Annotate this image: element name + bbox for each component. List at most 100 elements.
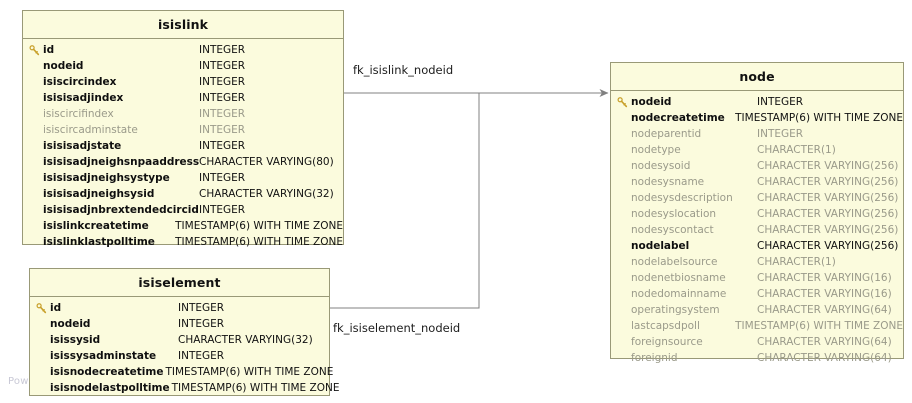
attribute-row[interactable]: isisisadjneighsysid CHARACTER VARYING(32): [23, 186, 343, 202]
entity-title-isiselement: isiselement: [30, 269, 329, 297]
attribute-name: isislinklastpolltime: [43, 236, 155, 248]
attribute-row[interactable]: nodedomainname CHARACTER VARYING(16): [611, 286, 903, 302]
attribute-name: nodeparentid: [631, 128, 702, 140]
attribute-type: INTEGER: [199, 92, 246, 104]
attribute-type: INTEGER: [178, 302, 225, 314]
attribute-name: nodesyslocation: [631, 208, 717, 220]
attribute-name: nodesysdescription: [631, 192, 733, 204]
attribute-name: foreignsource: [631, 336, 703, 348]
attribute-name: operatingsystem: [631, 304, 720, 316]
attribute-name: foreignid: [631, 352, 678, 364]
attribute-type: INTEGER: [757, 96, 804, 108]
attribute-name: lastcapsdpoll: [631, 320, 700, 332]
attribute-type: INTEGER: [199, 124, 246, 136]
attribute-name: nodesysoid: [631, 160, 691, 172]
attribute-row[interactable]: nodesysoid CHARACTER VARYING(256): [611, 158, 903, 174]
attribute-name: id: [43, 44, 55, 56]
attribute-row[interactable]: isisisadjindex INTEGER: [23, 90, 343, 106]
attribute-name: nodetype: [631, 144, 681, 156]
attribute-row[interactable]: foreignid CHARACTER VARYING(64): [611, 350, 903, 366]
attribute-type: INTEGER: [178, 350, 225, 362]
attribute-row[interactable]: nodeid INTEGER: [30, 316, 329, 332]
attribute-row[interactable]: nodecreatetime TIMESTAMP(6) WITH TIME ZON…: [611, 110, 903, 126]
primary-key-icon: [36, 302, 46, 313]
entity-title-isislink: isislink: [23, 11, 343, 39]
attribute-name: isissysid: [50, 334, 101, 346]
attribute-name: isisnodelastpolltime: [50, 382, 170, 394]
attribute-name: isiscircindex: [43, 76, 117, 88]
attribute-name: isisisadjstate: [43, 140, 122, 152]
attribute-type: INTEGER: [199, 172, 246, 184]
attribute-type: CHARACTER VARYING(32): [178, 334, 313, 346]
attribute-row[interactable]: isislinklastpolltime TIMESTAMP(6) WITH TI…: [23, 234, 343, 250]
attribute-row[interactable]: id INTEGER: [23, 42, 343, 58]
attribute-type: INTEGER: [199, 140, 246, 152]
attribute-name: id: [50, 302, 62, 314]
attribute-row[interactable]: id INTEGER: [30, 300, 329, 316]
attribute-type: CHARACTER VARYING(256): [757, 160, 899, 172]
attribute-name: nodedomainname: [631, 288, 727, 300]
attribute-type: CHARACTER VARYING(256): [757, 240, 899, 252]
attribute-name: nodeid: [50, 318, 91, 330]
attribute-name: nodeid: [43, 60, 84, 72]
attribute-name: nodelabelsource: [631, 256, 718, 268]
attribute-name: nodecreatetime: [631, 112, 725, 124]
attribute-type: CHARACTER VARYING(256): [757, 224, 899, 236]
attribute-row[interactable]: nodeparentid INTEGER: [611, 126, 903, 142]
attribute-name: isisisadjneighsnpaaddress: [43, 156, 200, 168]
attribute-name: nodenetbiosname: [631, 272, 726, 284]
attribute-type: INTEGER: [178, 318, 225, 330]
attribute-row[interactable]: isissysid CHARACTER VARYING(32): [30, 332, 329, 348]
attribute-type: CHARACTER VARYING(80): [199, 156, 334, 168]
attribute-row[interactable]: isissysadminstate INTEGER: [30, 348, 329, 364]
attribute-name: isisisadjneighsysid: [43, 188, 155, 200]
attribute-type: CHARACTER VARYING(32): [199, 188, 334, 200]
attribute-name: isisisadjindex: [43, 92, 124, 104]
attribute-name: isissysadminstate: [50, 350, 157, 362]
attribute-type: INTEGER: [199, 44, 246, 56]
attribute-type: INTEGER: [199, 108, 246, 120]
attribute-row[interactable]: isisisadjstate INTEGER: [23, 138, 343, 154]
attribute-name: isisnodecreatetime: [50, 366, 164, 378]
attribute-type: CHARACTER VARYING(64): [757, 352, 892, 364]
attribute-type: TIMESTAMP(6) WITH TIME ZONE: [735, 112, 903, 124]
attribute-type: INTEGER: [757, 128, 804, 140]
attribute-type: TIMESTAMP(6) WITH TIME ZONE: [165, 366, 334, 378]
primary-key-cell: [30, 300, 48, 316]
attribute-type: TIMESTAMP(6) WITH TIME ZONE: [175, 236, 343, 248]
attribute-type: TIMESTAMP(6) WITH TIME ZONE: [171, 382, 340, 394]
attribute-type: CHARACTER VARYING(16): [757, 288, 892, 300]
primary-key-cell: [611, 94, 629, 110]
primary-key-icon: [29, 44, 39, 55]
attribute-type: INTEGER: [199, 204, 246, 216]
